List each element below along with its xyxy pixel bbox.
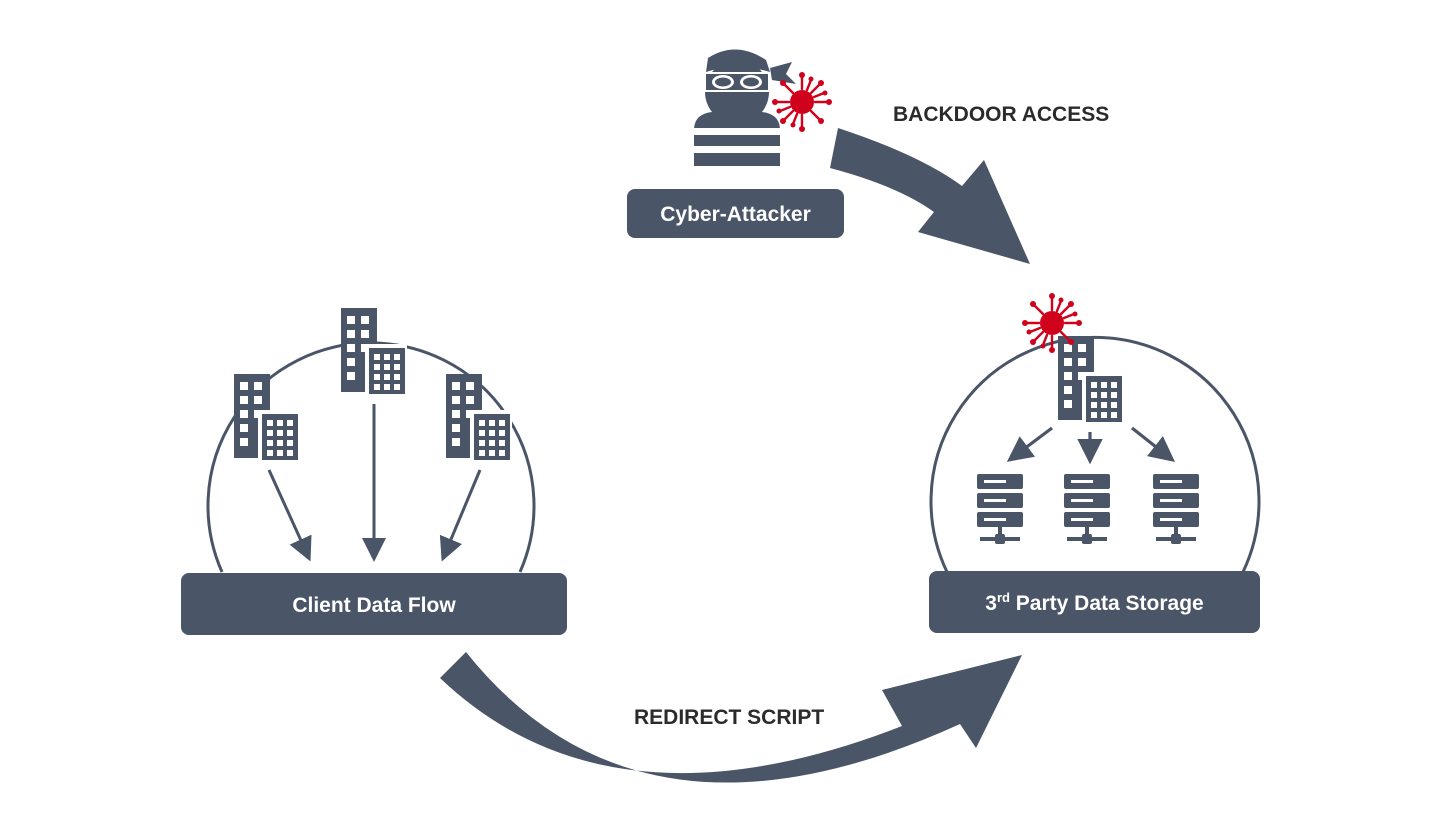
attacker-node: Cyber-Attacker [627, 189, 844, 238]
building-icon [446, 374, 512, 460]
storage-circle [929, 335, 1261, 573]
virus-icon [1020, 291, 1084, 355]
client-flow-arrow [267, 469, 312, 562]
storage-label: 3rd Party Data Storage [985, 590, 1203, 615]
server-icon [1153, 474, 1199, 544]
client-label: Client Data Flow [292, 594, 456, 617]
hacker-icon [694, 49, 796, 166]
client-flow-arrow [439, 469, 482, 562]
backdoor-arrow [830, 128, 1030, 264]
backdoor-label: BACKDOOR ACCESS [893, 103, 1109, 126]
server-icon [1064, 474, 1110, 544]
storage-flow-arrow [1131, 426, 1176, 462]
building-icon [234, 374, 300, 460]
client-node: Client Data Flow [181, 573, 567, 635]
building-icon [1058, 336, 1124, 422]
attacker-label: Cyber-Attacker [660, 203, 811, 226]
storage-flow-arrow [1006, 426, 1053, 462]
redirect-arrow [440, 652, 1022, 783]
server-icon [977, 474, 1023, 544]
building-icon [341, 308, 407, 394]
redirect-label: REDIRECT SCRIPT [634, 706, 824, 729]
virus-icon [770, 70, 834, 134]
storage-node: 3rd Party Data Storage [929, 571, 1260, 633]
